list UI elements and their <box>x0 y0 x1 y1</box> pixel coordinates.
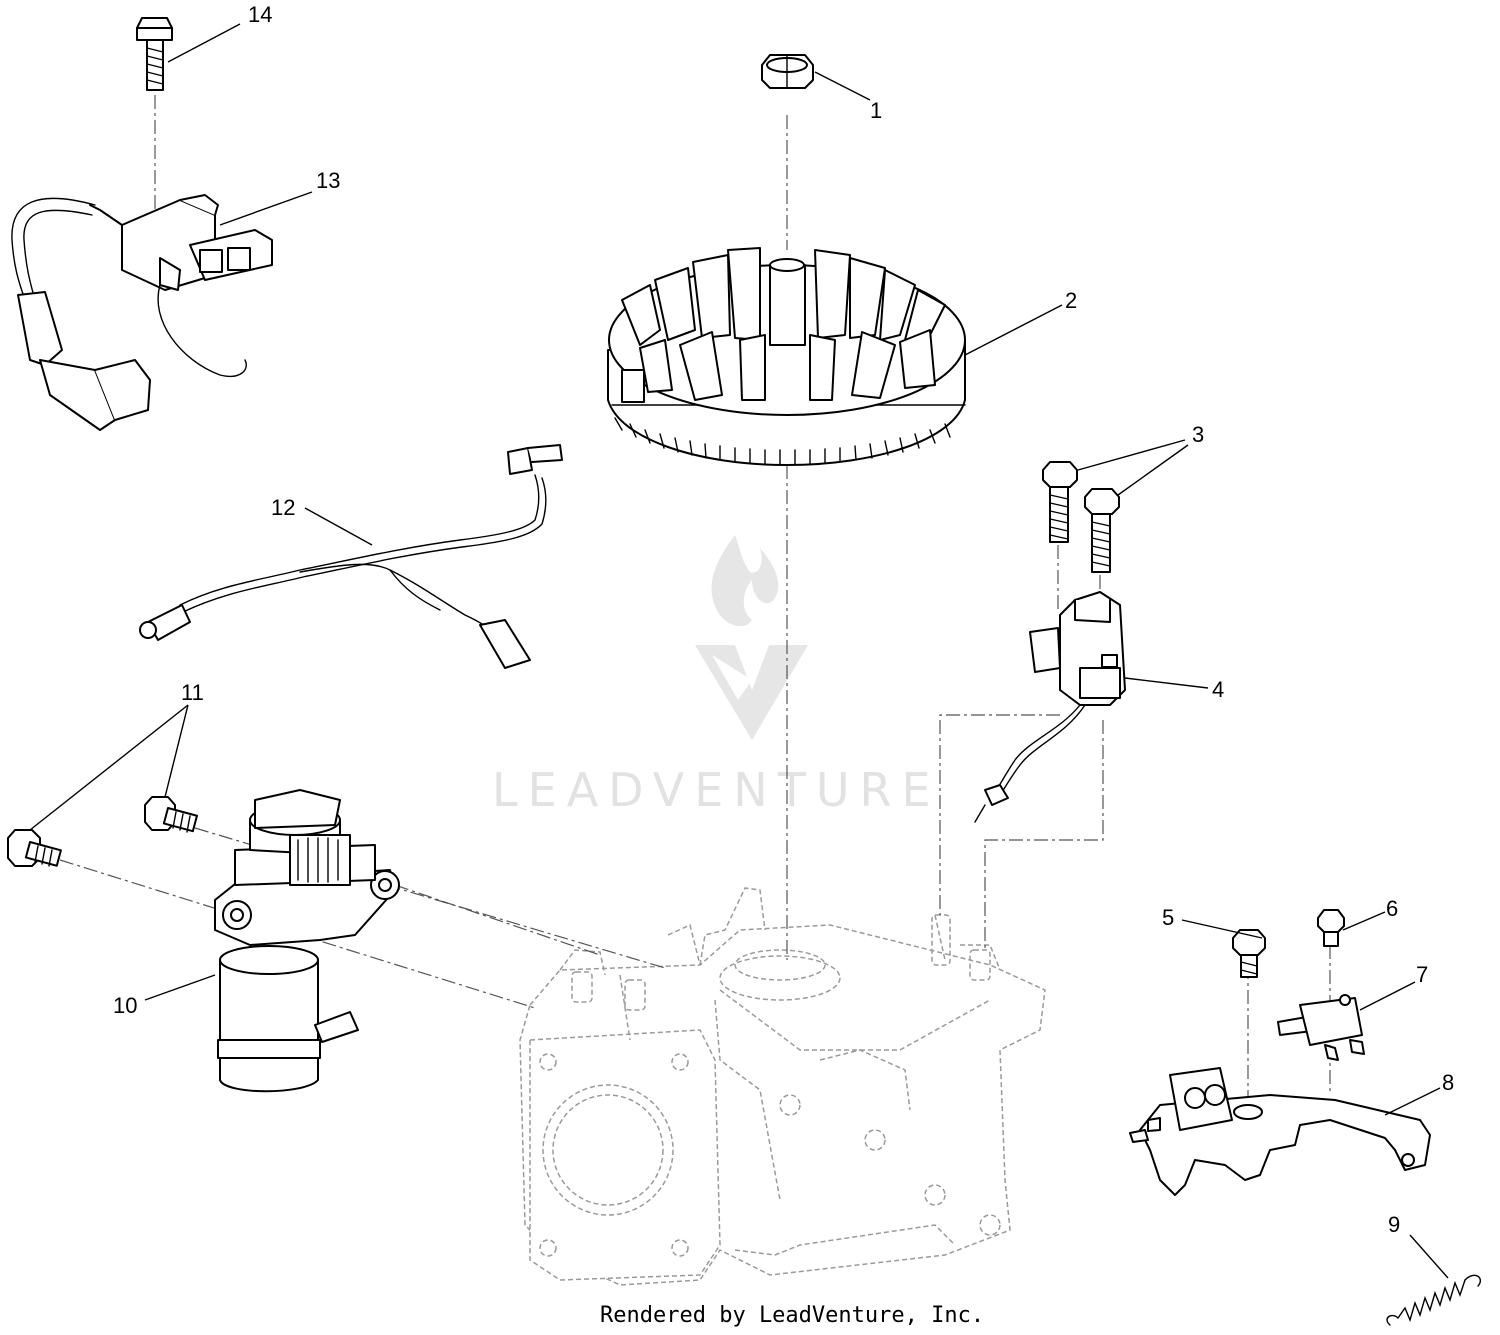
part-3-bolt-b[interactable] <box>1084 488 1120 573</box>
callout-5[interactable]: 5 <box>1162 905 1174 930</box>
part-9-spring[interactable] <box>1386 1274 1482 1326</box>
callout-2[interactable]: 2 <box>1065 288 1077 313</box>
assembly-guide-lines <box>59 95 1331 1100</box>
part-11-bolt-a[interactable] <box>7 829 62 867</box>
part-6-screw[interactable] <box>1317 909 1345 947</box>
rendered-by-footer: Rendered by LeadVenture, Inc. <box>600 1303 984 1328</box>
part-13-ignition-coil[interactable] <box>11 194 273 431</box>
part-12-wiring-harness[interactable] <box>139 444 563 669</box>
part-4-ignition-module[interactable] <box>974 591 1126 823</box>
callout-9[interactable]: 9 <box>1388 1212 1400 1237</box>
part-8-bracket[interactable] <box>1129 1067 1431 1196</box>
callout-1[interactable]: 1 <box>870 98 882 123</box>
callout-leaders <box>29 23 1449 1279</box>
callout-3[interactable]: 3 <box>1192 422 1204 447</box>
callout-6[interactable]: 6 <box>1386 896 1398 921</box>
callout-7[interactable]: 7 <box>1416 962 1428 987</box>
callout-13[interactable]: 13 <box>316 168 340 193</box>
callout-labels: 1 2 3 4 5 6 7 8 9 10 11 12 13 14 <box>113 2 1454 1237</box>
engine-crankcase-ghost <box>519 887 1046 1286</box>
part-3-bolt-a[interactable] <box>1042 461 1078 543</box>
part-10-starter-motor[interactable] <box>214 789 400 1093</box>
part-1-flywheel-nut[interactable] <box>761 54 814 89</box>
callout-14[interactable]: 14 <box>248 2 272 27</box>
watermark-text: LEADVENTURE <box>492 763 941 817</box>
part-14-bolt[interactable] <box>136 17 173 91</box>
part-7-switch[interactable] <box>1277 994 1365 1061</box>
watermark: LEADVENTURE <box>492 535 941 817</box>
callout-12[interactable]: 12 <box>271 495 295 520</box>
part-2-flywheel[interactable] <box>607 247 966 466</box>
part-11-bolt-b[interactable] <box>144 796 198 833</box>
callout-4[interactable]: 4 <box>1212 677 1224 702</box>
callout-8[interactable]: 8 <box>1442 1070 1454 1095</box>
callout-11[interactable]: 11 <box>181 680 204 705</box>
watermark-logo <box>695 535 808 740</box>
callout-10[interactable]: 10 <box>113 993 137 1018</box>
